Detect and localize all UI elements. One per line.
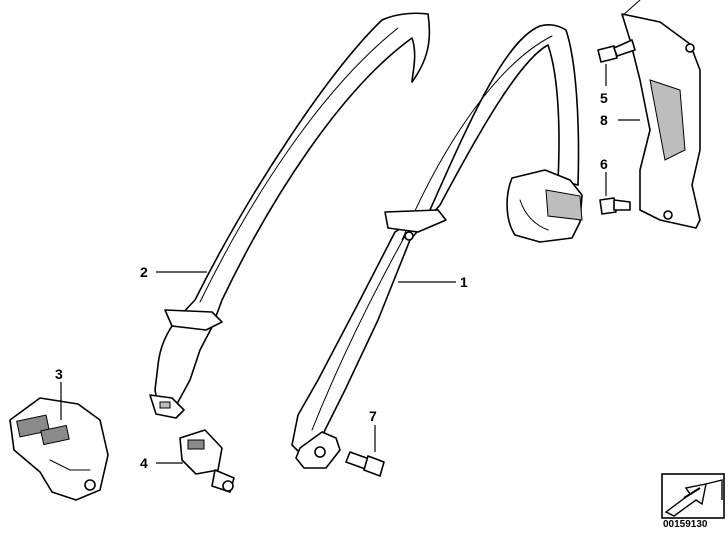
belt-with-retractor-part-1[interactable] xyxy=(291,24,583,469)
part-label-8: 8 xyxy=(600,112,608,128)
bolt-part-7[interactable] xyxy=(345,451,385,477)
part-label-1: 1 xyxy=(460,274,468,290)
part-label-3: 3 xyxy=(55,366,63,382)
buckle-assembly-part-3[interactable] xyxy=(9,397,109,501)
bolt-part-6[interactable] xyxy=(599,197,631,215)
diagram-code: 00159130 xyxy=(663,519,708,530)
part-label-5: 5 xyxy=(600,90,608,106)
belt-strap-part-2[interactable] xyxy=(149,12,431,419)
bracket-part-8[interactable] xyxy=(621,0,701,229)
part-label-4: 4 xyxy=(140,455,148,471)
bolt-part-5[interactable] xyxy=(597,39,636,63)
arrow-into-box-icon xyxy=(661,473,725,519)
part-label-6: 6 xyxy=(600,156,608,172)
part-label-7: 7 xyxy=(369,408,377,424)
part-label-2: 2 xyxy=(140,264,148,280)
leader-lines xyxy=(60,64,640,464)
buckle-tongue-part-4[interactable] xyxy=(179,429,235,493)
